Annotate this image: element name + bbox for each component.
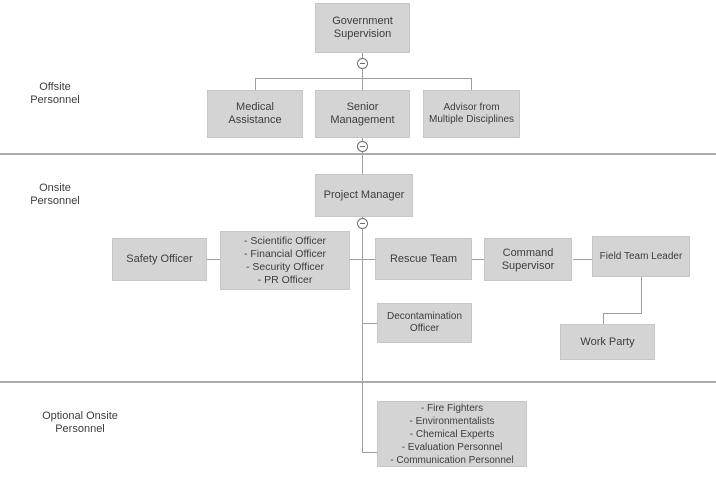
connector <box>603 313 642 314</box>
node-government-supervision[interactable]: Government Supervision <box>315 3 410 53</box>
section-divider-bottom <box>0 381 716 383</box>
connector <box>362 452 377 453</box>
connector <box>471 78 472 90</box>
node-label: Medical Assistance <box>228 101 282 126</box>
node-label: Decontamination Officer <box>386 311 463 334</box>
connector <box>362 323 377 324</box>
list-line: - Scientific Officer <box>243 234 327 247</box>
node-work-party[interactable]: Work Party <box>560 324 655 360</box>
connector <box>255 78 472 79</box>
section-divider-top <box>0 153 716 155</box>
node-label: Senior Management <box>330 101 395 126</box>
collapse-toggle-project-manager[interactable] <box>357 218 368 229</box>
list-line: - Fire Fighters <box>420 402 484 414</box>
list-line: - PR Officer <box>257 273 313 286</box>
node-label: Project Manager <box>323 189 405 201</box>
node-label: Rescue Team <box>389 252 458 265</box>
minus-icon <box>360 63 365 64</box>
connector <box>472 259 484 260</box>
node-label: Command Supervisor <box>501 246 555 272</box>
node-optional-personnel-list[interactable]: - Fire Fighters - Environmentalists - Ch… <box>377 401 527 467</box>
node-decontamination-officer[interactable]: Decontamination Officer <box>377 303 472 343</box>
node-label: Advisor from Multiple Disciplines <box>428 102 515 125</box>
list-line: - Environmentalists <box>409 415 495 427</box>
node-label: Safety Officer <box>126 253 193 265</box>
minus-icon <box>360 223 365 224</box>
node-label: Field Team Leader <box>599 250 683 262</box>
node-senior-management[interactable]: Senior Management <box>315 90 410 138</box>
node-advisor-multiple-disciplines[interactable]: Advisor from Multiple Disciplines <box>423 90 520 138</box>
node-label: Government Supervision <box>332 15 393 40</box>
list-line: - Evaluation Personnel <box>401 441 503 453</box>
collapse-toggle-government-supervision[interactable] <box>357 58 368 69</box>
minus-icon <box>360 146 365 147</box>
node-label: Work Party <box>580 335 635 348</box>
node-rescue-team[interactable]: Rescue Team <box>375 238 472 280</box>
connector <box>641 277 642 314</box>
collapse-toggle-senior-management[interactable] <box>357 141 368 152</box>
connector <box>573 259 592 260</box>
section-label-optional-onsite: Optional Onsite Personnel <box>42 410 118 435</box>
list-line: - Financial Officer <box>243 247 327 260</box>
node-project-manager[interactable]: Project Manager <box>315 174 413 217</box>
node-field-team-leader[interactable]: Field Team Leader <box>592 236 690 277</box>
connector <box>362 138 363 174</box>
connector <box>207 259 220 260</box>
connector <box>362 53 363 90</box>
list-line: - Communication Personnel <box>390 454 514 466</box>
node-officers-list[interactable]: - Scientific Officer - Financial Officer… <box>220 231 350 290</box>
list-line: - Chemical Experts <box>409 428 495 440</box>
section-label-offsite: Offsite Personnel <box>30 81 80 106</box>
node-medical-assistance[interactable]: Medical Assistance <box>207 90 303 138</box>
section-label-onsite: Onsite Personnel <box>30 182 80 207</box>
list-line: - Security Officer <box>246 260 324 273</box>
node-command-supervisor[interactable]: Command Supervisor <box>484 238 572 281</box>
connector <box>603 313 604 324</box>
node-safety-officer[interactable]: Safety Officer <box>112 238 207 281</box>
connector <box>350 259 375 260</box>
connector <box>255 78 256 90</box>
connector <box>362 217 363 453</box>
